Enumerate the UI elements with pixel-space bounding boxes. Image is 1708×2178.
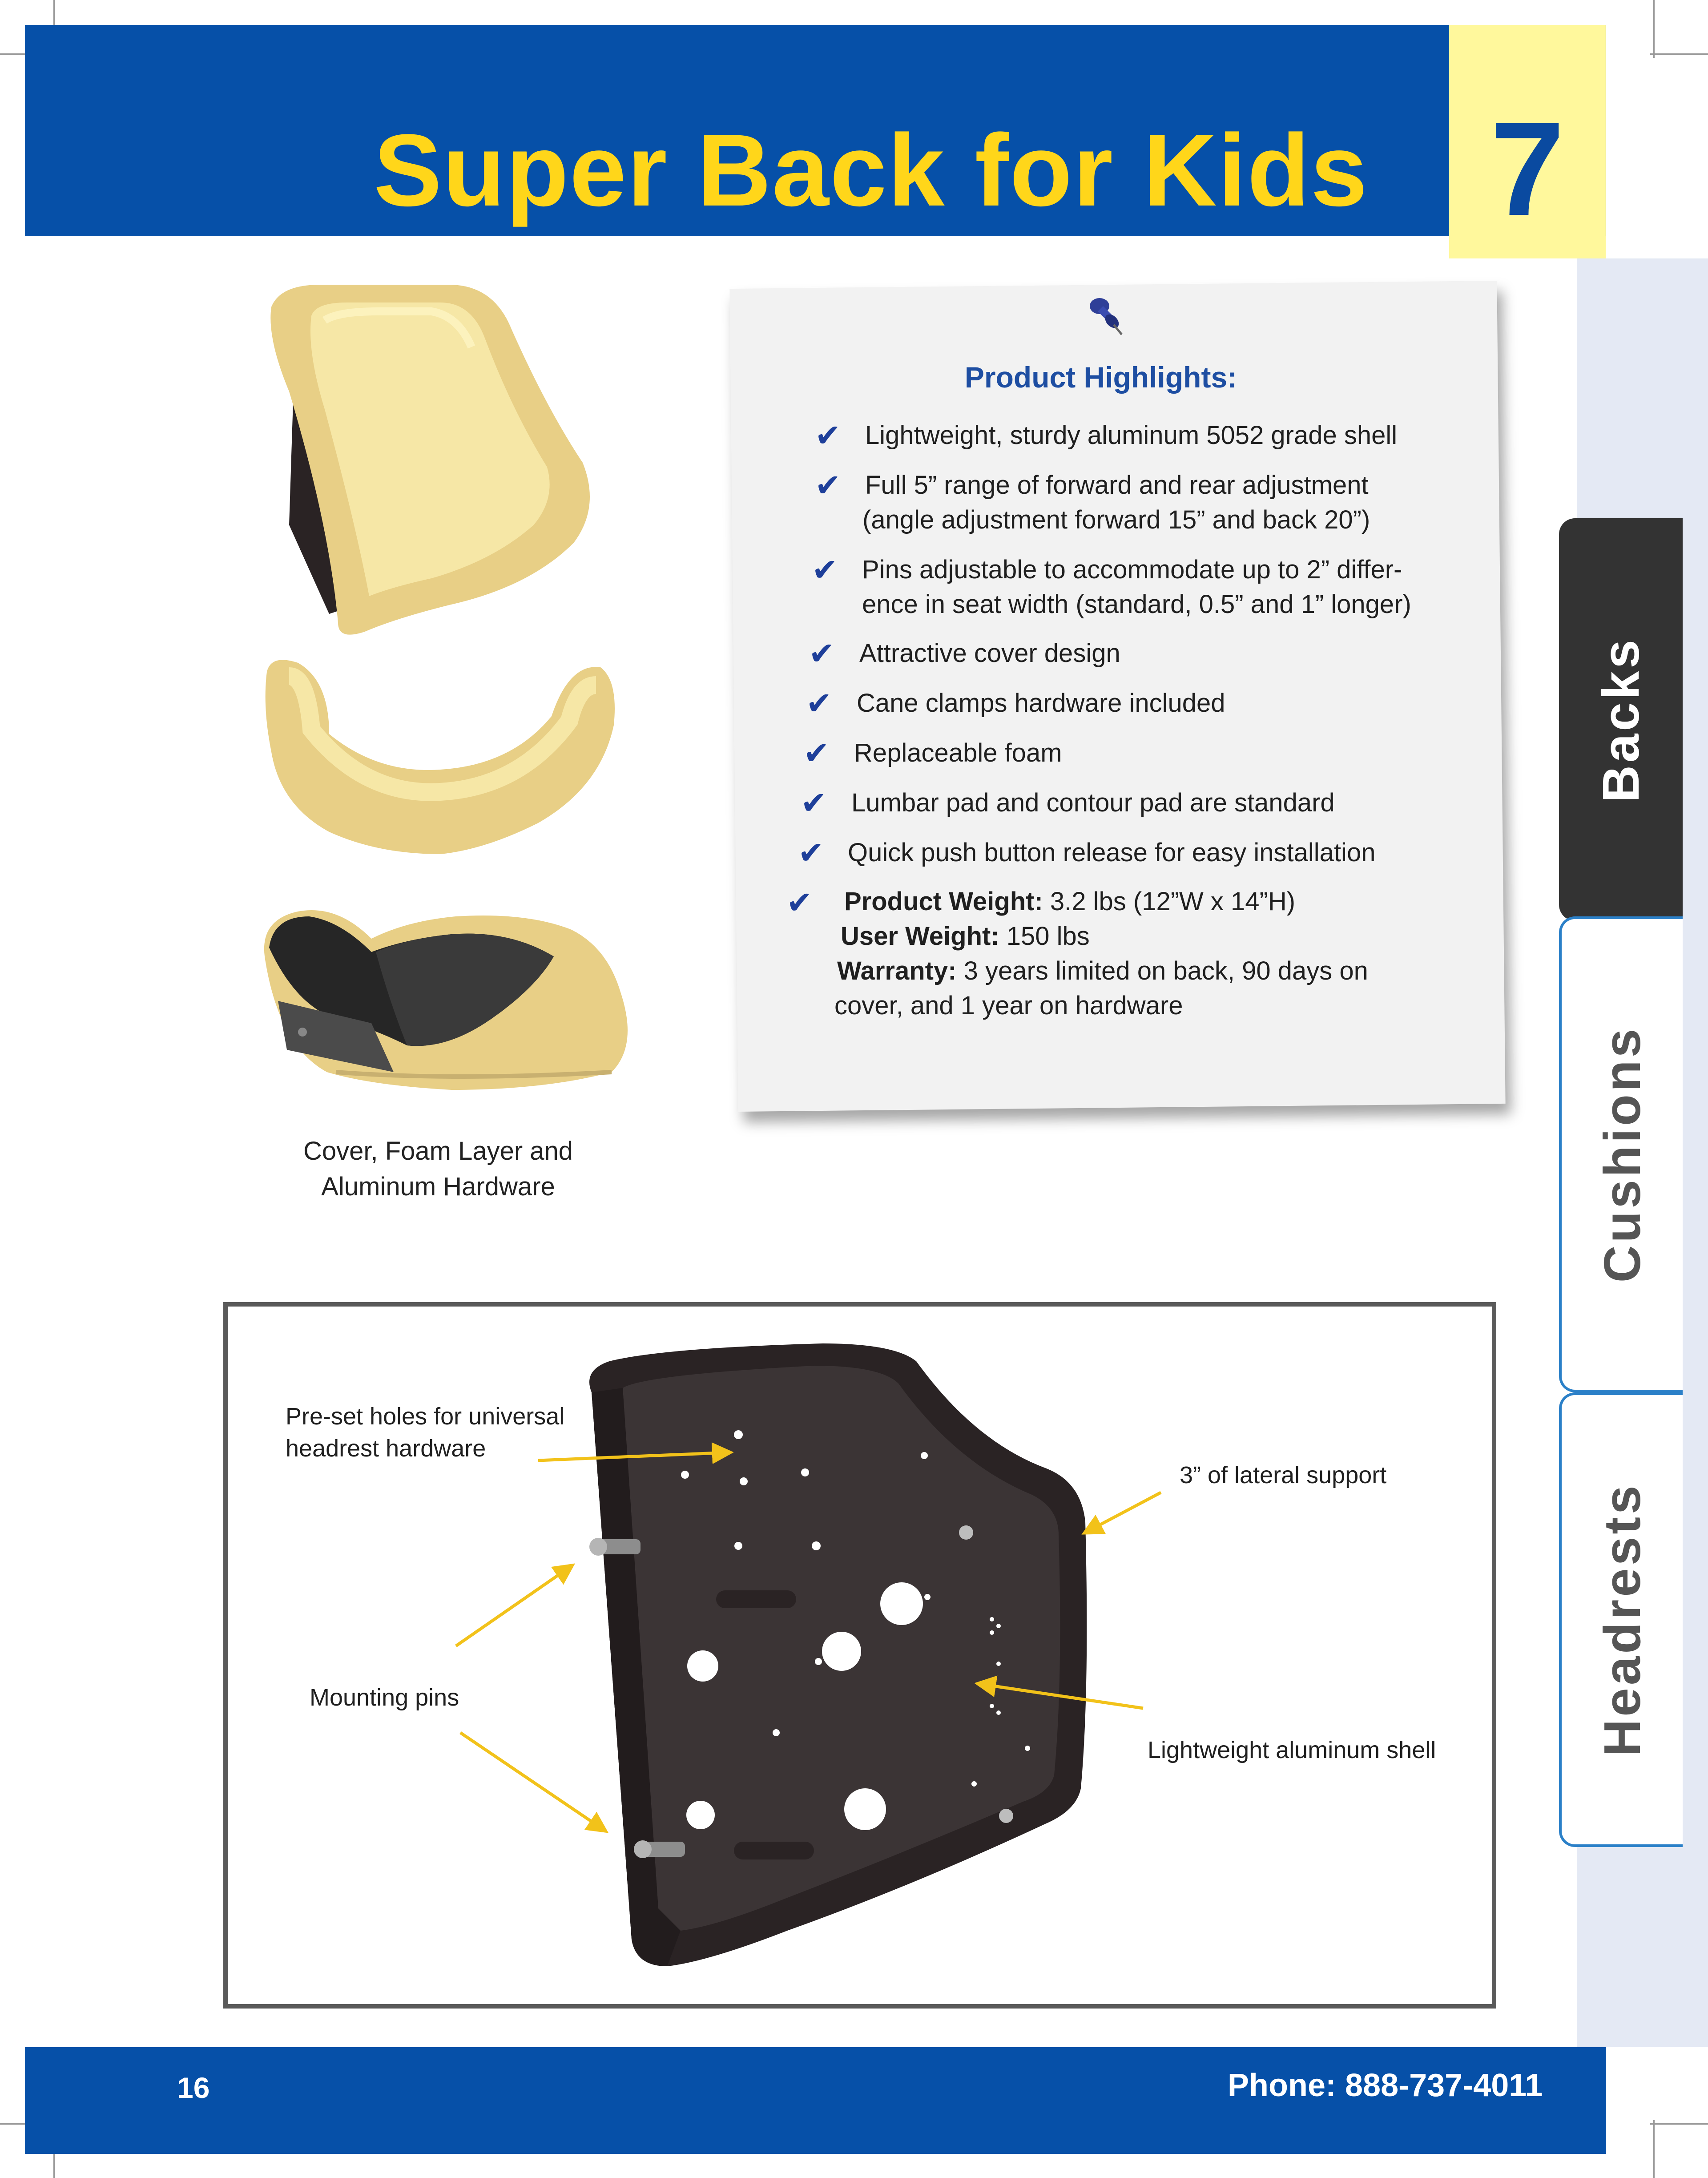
cover-hardware-photo xyxy=(264,910,628,1090)
header-banner xyxy=(25,25,1606,236)
chapter-badge: 7 xyxy=(1449,25,1606,258)
check-icon: ✔ xyxy=(798,835,824,870)
aluminum-shell-photo xyxy=(589,1343,1087,1966)
check-icon: ✔ xyxy=(801,786,827,820)
tab-headrests[interactable]: Headrests xyxy=(1559,1392,1683,1847)
page-title: Super Back for Kids xyxy=(374,113,1369,227)
spec-value: 3.2 lbs (12”W x 14”H) xyxy=(1043,887,1296,916)
highlight-line: Replaceable foam xyxy=(854,738,1062,767)
callout-line: headrest hardware xyxy=(286,1435,486,1462)
check-icon: ✔ xyxy=(809,636,835,671)
check-icon: ✔ xyxy=(815,468,841,503)
spec-product-weight: Product Weight: 3.2 lbs (12”W x 14”H) xyxy=(844,884,1368,919)
spec-warranty: Warranty: 3 years limited on back, 90 da… xyxy=(837,954,1368,988)
highlight-line: Quick push button release for easy insta… xyxy=(848,838,1376,867)
highlight-item: Replaceable foam xyxy=(854,736,1062,770)
footer-banner xyxy=(25,2047,1606,2154)
contour-pad-photo xyxy=(265,660,615,863)
highlight-line: Lumbar pad and contour pad are standard xyxy=(851,788,1335,817)
callout-mounting-pins: Mounting pins xyxy=(310,1684,459,1711)
tab-backs[interactable]: Backs xyxy=(1559,518,1683,921)
crop-mark xyxy=(1650,2123,1708,2125)
check-icon: ✔ xyxy=(786,885,813,920)
spec-label: Product Weight: xyxy=(844,887,1043,916)
spec-value: 150 lbs xyxy=(999,922,1090,951)
highlight-item: Attractive cover design xyxy=(859,636,1120,671)
highlight-item: Pins adjustable to accommodate up to 2” … xyxy=(862,553,1411,622)
page-number: 16 xyxy=(177,2071,210,2104)
pushpin-icon xyxy=(1090,298,1123,335)
crop-mark xyxy=(1650,53,1708,55)
product-specs: Product Weight: 3.2 lbs (12”W x 14”H) Us… xyxy=(834,884,1368,1023)
highlight-line: Full 5” range of forward and rear adjust… xyxy=(865,471,1369,500)
footer-phone: Phone: 888-737-4011 xyxy=(1228,2068,1543,2103)
highlights-title: Product Highlights: xyxy=(964,361,1237,394)
crop-mark xyxy=(1653,0,1655,58)
spec-user-weight: User Weight: 150 lbs xyxy=(841,919,1368,954)
highlight-item: Lumbar pad and contour pad are standard xyxy=(851,786,1335,820)
crop-mark xyxy=(1653,2120,1655,2178)
check-icon: ✔ xyxy=(806,686,832,721)
spec-value: 3 years limited on back, 90 days on xyxy=(956,956,1368,985)
chapter-number: 7 xyxy=(1490,94,1565,243)
check-icon: ✔ xyxy=(812,553,838,587)
highlight-line: (angle adjustment forward 15” and back 2… xyxy=(862,505,1370,534)
highlight-line: Cane clamps hardware included xyxy=(857,689,1225,718)
highlight-line: ence in seat width (standard, 0.5” and 1… xyxy=(862,590,1411,619)
callout-line: Pre-set holes for universal xyxy=(286,1403,565,1430)
photo-caption: Cover, Foam Layer and Aluminum Hardware xyxy=(267,1133,609,1205)
highlight-line: Attractive cover design xyxy=(859,639,1120,668)
highlight-item: Full 5” range of forward and rear adjust… xyxy=(862,468,1370,537)
callout-preset-holes: Pre-set holes for universal headrest har… xyxy=(286,1400,564,1464)
photo-caption-line: Aluminum Hardware xyxy=(321,1172,555,1201)
check-icon: ✔ xyxy=(803,736,830,770)
spec-warranty-continued: cover, and 1 year on hardware xyxy=(834,991,1183,1020)
back-foam-photo xyxy=(270,285,590,635)
spec-label: Warranty: xyxy=(837,956,957,985)
highlight-item: Lightweight, sturdy aluminum 5052 grade … xyxy=(865,418,1397,453)
highlight-line: Lightweight, sturdy aluminum 5052 grade … xyxy=(865,421,1398,450)
spec-label: User Weight: xyxy=(841,922,999,951)
highlight-line: Pins adjustable to accommodate up to 2” … xyxy=(862,555,1402,584)
tab-cushions[interactable]: Cushions xyxy=(1559,916,1683,1392)
callout-aluminum-shell: Lightweight aluminum shell xyxy=(1148,1737,1436,1763)
callout-lateral-support: 3” of lateral support xyxy=(1180,1462,1387,1488)
photo-caption-line: Cover, Foam Layer and xyxy=(303,1137,573,1166)
highlight-item: Cane clamps hardware included xyxy=(857,686,1225,721)
check-icon: ✔ xyxy=(815,418,841,453)
highlight-item: Quick push button release for easy insta… xyxy=(848,835,1375,870)
